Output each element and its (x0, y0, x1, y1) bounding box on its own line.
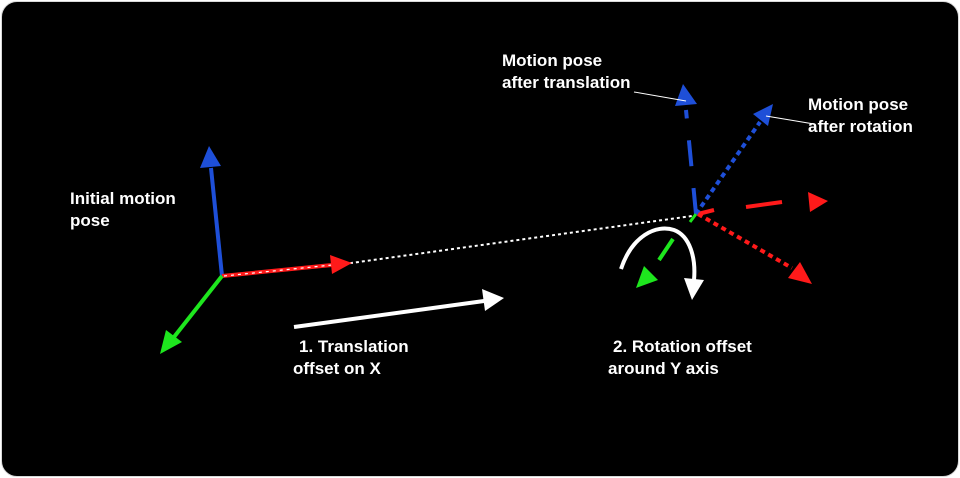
label-translation-step-line1: 1. Translation (299, 337, 409, 356)
label-rotation-step-line2: around Y axis (608, 359, 719, 378)
initial-pose-axes (160, 146, 352, 354)
label-after-translation: Motion pose after translation (502, 50, 630, 94)
label-after-rotation-line2: after rotation (808, 117, 913, 136)
rotated-pose-axes (694, 104, 812, 284)
label-initial-pose-line1: Initial motion (70, 189, 176, 208)
rotation-arc (619, 226, 697, 281)
leader-after-translation (633, 91, 687, 102)
label-initial-pose-line2: pose (70, 211, 110, 230)
label-initial-pose: Initial motion pose (70, 188, 176, 232)
initial-y-axis (209, 167, 224, 277)
translated-z-axis-dash (657, 237, 675, 262)
label-translation-step-line2: offset on X (293, 359, 381, 378)
rotated-y-axis (694, 120, 762, 216)
label-rotation-step: 2. Rotation offset around Y axis (608, 336, 752, 380)
leader-after-rotation (765, 115, 815, 125)
translated-z-arrowhead (636, 266, 658, 288)
translated-pose-axes (636, 84, 828, 288)
translated-x-axis-dash (745, 200, 783, 209)
translated-x-arrowhead (808, 192, 828, 212)
label-after-translation-line1: Motion pose (502, 51, 603, 70)
initial-z-arrowhead (160, 330, 182, 354)
label-after-rotation-line1: Motion pose (808, 95, 909, 114)
label-translation-step: 1. Translation offset on X (293, 336, 409, 380)
label-rotation-step-line1: 2. Rotation offset (613, 337, 752, 356)
translated-y-axis (684, 109, 698, 215)
label-after-rotation: Motion pose after rotation (808, 94, 913, 138)
initial-y-arrowhead (200, 146, 221, 168)
initial-x-arrowhead (330, 255, 352, 274)
translated-z-axis (688, 213, 698, 223)
translation-path-dotted (343, 215, 693, 265)
translated-y-arrowhead (675, 84, 697, 106)
rotated-x-axis (697, 212, 793, 270)
rotated-y-arrowhead (753, 104, 773, 126)
translation-arrowhead (482, 289, 504, 311)
label-after-translation-line2: after translation (502, 73, 631, 92)
initial-z-axis (172, 274, 224, 339)
translation-arrow (293, 299, 485, 329)
rotation-arc-arrowhead (684, 278, 704, 300)
rotated-x-arrowhead (788, 262, 812, 284)
